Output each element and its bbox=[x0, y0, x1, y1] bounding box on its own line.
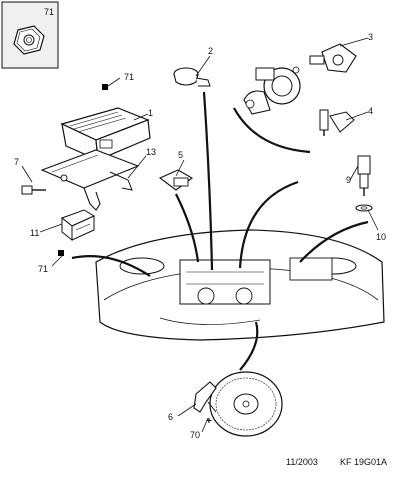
callout-3: 3 bbox=[368, 32, 373, 42]
inset-ref-label: 71 bbox=[44, 7, 54, 17]
nut-icon bbox=[13, 25, 45, 55]
callout-10: 10 bbox=[376, 232, 386, 242]
ecu-module-drawing bbox=[60, 107, 151, 161]
svg-text:+: + bbox=[206, 416, 212, 427]
footer-date: 11/2003 bbox=[286, 457, 318, 467]
callout-7: 7 bbox=[14, 157, 19, 167]
leader-curves bbox=[71, 91, 369, 371]
callout-6: 6 bbox=[168, 412, 173, 422]
knock-sensor-drawing bbox=[173, 67, 211, 87]
callout-leaders bbox=[21, 37, 379, 433]
callout-13: 13 bbox=[146, 147, 156, 157]
crank-sensor-drawing: + bbox=[193, 381, 217, 427]
callout-1: 1 bbox=[148, 108, 153, 118]
connector-drawing bbox=[60, 209, 96, 242]
sensor-5-drawing bbox=[158, 169, 193, 191]
callout-71-bottom: 71 bbox=[38, 264, 48, 274]
leader-marker-bottom bbox=[58, 250, 64, 256]
sensor-4-drawing bbox=[319, 109, 355, 136]
throttle-body-drawing bbox=[243, 66, 301, 115]
inset-box-nut: 71 bbox=[1, 1, 59, 69]
callout-71-top: 71 bbox=[124, 72, 134, 82]
callout-4: 4 bbox=[368, 106, 373, 116]
ecu-bracket-drawing bbox=[40, 149, 140, 211]
sensor-9-drawing bbox=[357, 155, 371, 196]
sensor-3-drawing bbox=[309, 43, 357, 73]
engine-bay-drawing bbox=[95, 229, 385, 341]
callout-70: 70 bbox=[190, 430, 200, 440]
washer-10-drawing bbox=[355, 204, 373, 212]
leader-marker-top bbox=[102, 84, 108, 90]
flywheel-drawing bbox=[209, 371, 283, 437]
callout-9: 9 bbox=[346, 175, 351, 185]
callout-11: 11 bbox=[30, 228, 39, 238]
callout-2: 2 bbox=[208, 46, 213, 56]
bolt-drawing bbox=[21, 185, 46, 195]
callout-5: 5 bbox=[178, 150, 183, 160]
footer-code: KF 19G01A bbox=[340, 457, 387, 467]
